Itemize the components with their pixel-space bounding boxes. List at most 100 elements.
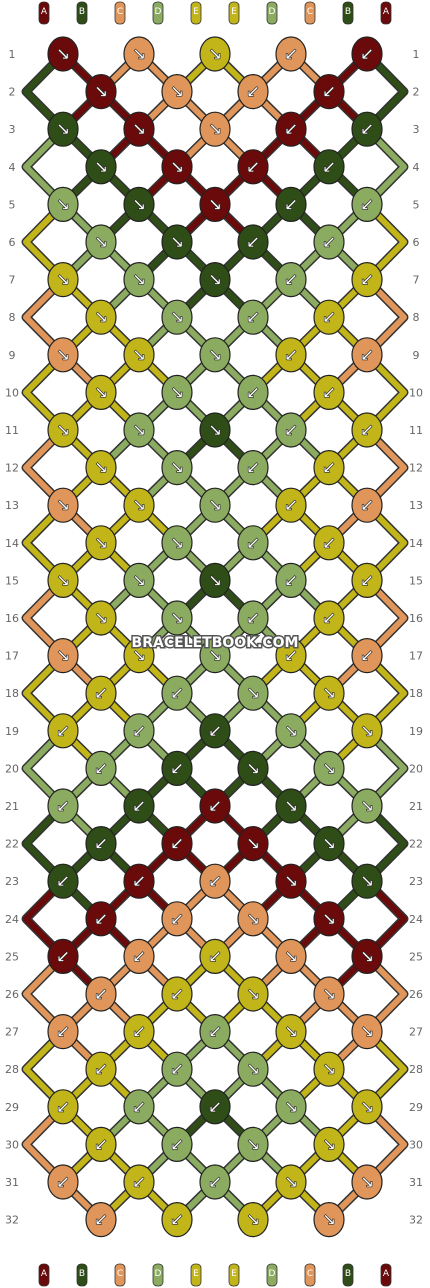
knot-arrow-icon: ↙: [132, 1098, 146, 1118]
edge-thread: [23, 803, 66, 884]
knot-arrow-icon: ↙: [56, 872, 70, 892]
top-string-letter: B: [345, 7, 351, 17]
knot: [199, 1164, 231, 1200]
knot: [123, 111, 155, 147]
top-string-end: [380, 1, 392, 25]
knot: [275, 863, 307, 899]
knot: [47, 487, 79, 523]
edge-thread: [364, 51, 407, 132]
edge-thread: [364, 578, 407, 658]
row-number: 30: [409, 1138, 423, 1151]
knot-arrow-icon: ↘: [284, 947, 298, 967]
top-string-letter: A: [383, 7, 390, 17]
knot-arrow-icon: ↙: [246, 158, 260, 178]
row-number: 18: [409, 687, 423, 700]
row-number: 21: [409, 800, 423, 813]
knot: [275, 337, 307, 373]
knot: [237, 374, 269, 410]
knot: [275, 36, 307, 72]
knot-arrow-icon: ↙: [360, 571, 374, 591]
knot-arrow-icon: ↙: [246, 609, 260, 629]
knot-arrow-icon: ↘: [360, 872, 374, 892]
knot: [123, 337, 155, 373]
knot-arrow-icon: ↘: [56, 120, 70, 140]
bottom-string-letter: A: [41, 1269, 48, 1279]
edge-thread: [23, 427, 66, 508]
knot: [313, 675, 345, 711]
knot: [237, 224, 269, 260]
knot-arrow-icon: ↙: [360, 120, 374, 140]
knot-arrow-icon: ↙: [94, 985, 108, 1005]
knot-arrow-icon: ↘: [360, 947, 374, 967]
edge-thread: [23, 653, 66, 733]
knot-arrow-icon: ↘: [170, 609, 184, 629]
knot: [123, 186, 155, 222]
knot: [47, 938, 79, 975]
knot: [47, 412, 79, 448]
knot-arrow-icon: ↘: [208, 195, 222, 215]
knot: [47, 1089, 79, 1125]
knot-arrow-icon: ↘: [322, 835, 336, 855]
edge-thread: [364, 352, 407, 433]
knot-arrow-icon: ↘: [246, 1211, 260, 1231]
row-number: 7: [9, 274, 16, 287]
knot: [237, 450, 269, 486]
row-number: 1: [413, 48, 420, 61]
knot-arrow-icon: ↙: [170, 1135, 184, 1155]
knot-arrow-icon: ↙: [284, 571, 298, 591]
row-number: 23: [409, 875, 423, 888]
knot: [313, 600, 345, 636]
knot: [351, 788, 383, 824]
knot: [123, 1013, 155, 1050]
knot-arrow-icon: ↙: [246, 83, 260, 103]
knot: [123, 36, 155, 72]
knot-arrow-icon: ↙: [132, 947, 146, 967]
row-number: 16: [409, 612, 423, 625]
knot-arrow-icon: ↘: [284, 1098, 298, 1118]
knot-arrow-icon: ↘: [284, 722, 298, 742]
knot-arrow-icon: ↙: [208, 1098, 222, 1118]
edge-thread: [364, 954, 407, 1034]
knot-arrow-icon: ↙: [208, 947, 222, 967]
knot-arrow-icon: ↙: [360, 647, 374, 667]
edge-thread: [23, 503, 66, 583]
row-number: 28: [409, 1063, 423, 1076]
knot: [161, 299, 193, 335]
row-number: 24: [5, 913, 19, 926]
knot-arrow-icon: ↙: [56, 947, 70, 967]
knot: [351, 637, 383, 674]
row-number: 20: [409, 762, 423, 775]
knot-arrow-icon: ↘: [360, 1173, 374, 1193]
knot-arrow-icon: ↙: [360, 421, 374, 441]
knot-arrow-icon: ↙: [246, 534, 260, 554]
bottom-string-letter: C: [117, 1269, 123, 1279]
knot-arrow-icon: ↘: [56, 346, 70, 366]
knot: [161, 1051, 193, 1087]
bottom-string-letter: D: [155, 1269, 162, 1279]
knot-arrow-icon: ↙: [56, 722, 70, 742]
knot: [161, 149, 193, 185]
knot-arrow-icon: ↙: [170, 1060, 184, 1080]
knot: [237, 1051, 269, 1087]
bottom-string-end: [114, 1263, 126, 1287]
edge-thread: [23, 1029, 66, 1109]
knot-arrow-icon: ↘: [132, 647, 146, 667]
knot: [351, 36, 383, 72]
knot: [47, 186, 79, 222]
knot-arrow-icon: ↘: [132, 271, 146, 291]
knot-arrow-icon: ↙: [322, 308, 336, 328]
knot-arrow-icon: ↘: [94, 83, 108, 103]
knot-arrow-icon: ↘: [94, 383, 108, 403]
knot-arrow-icon: ↘: [132, 496, 146, 516]
knot: [351, 412, 383, 448]
knot-arrow-icon: ↘: [246, 1135, 260, 1155]
knot-arrow-icon: ↘: [56, 45, 70, 65]
row-number: 4: [413, 161, 420, 174]
bottom-string-end: [38, 1263, 50, 1287]
knot-arrow-icon: ↘: [360, 797, 374, 817]
knot-arrow-icon: ↙: [322, 383, 336, 403]
knot: [199, 111, 231, 147]
knot: [313, 149, 345, 185]
knot-arrow-icon: ↙: [132, 1023, 146, 1043]
